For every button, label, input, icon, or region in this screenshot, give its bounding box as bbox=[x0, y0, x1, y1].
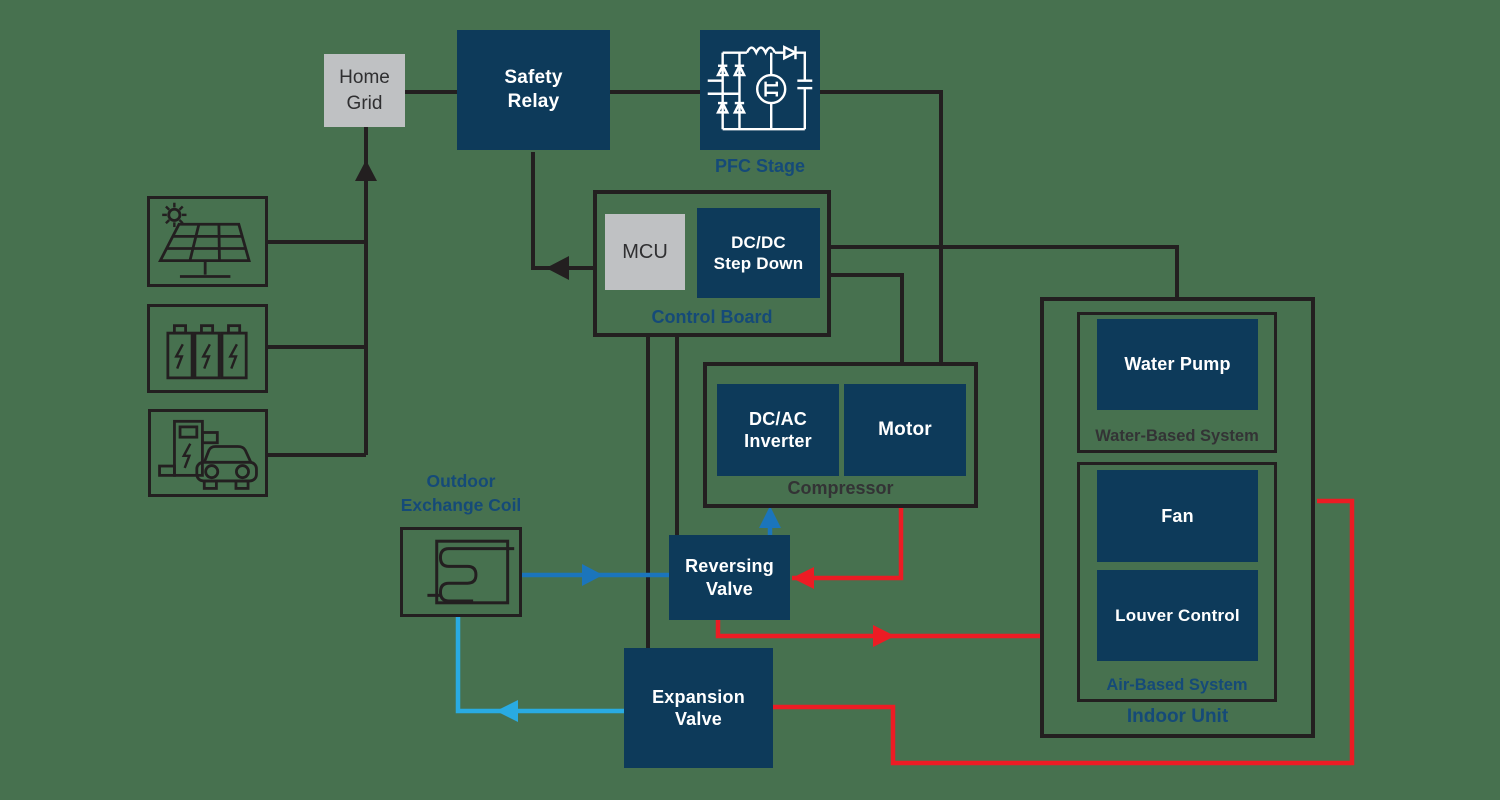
pfc-circuit-icon bbox=[707, 45, 813, 131]
solar-panel-icon bbox=[158, 202, 251, 278]
expansion-valve-box: Expansion Valve bbox=[624, 648, 773, 768]
outdoor-coil-label-line1: Outdoor bbox=[426, 471, 496, 491]
dcdc-label-line2: Step Down bbox=[713, 254, 804, 273]
mcu-box: MCU bbox=[605, 214, 685, 290]
fan-label: Fan bbox=[1161, 505, 1194, 526]
dcac-label-line2: Inverter bbox=[744, 431, 812, 451]
motor-box: Motor bbox=[844, 384, 966, 476]
control-board-label: Control Board bbox=[651, 307, 773, 327]
arrowhead-cyan-toward-coil bbox=[496, 700, 518, 722]
outdoor-coil-label-line2: Exchange Coil bbox=[400, 494, 522, 515]
water-based-system-box: Water-Based System bbox=[1077, 312, 1277, 453]
water-based-system-label: Water-Based System bbox=[1095, 427, 1259, 445]
ev-source-box bbox=[148, 409, 268, 497]
wire-pfc-to-compressor bbox=[820, 90, 943, 362]
home-grid-box: Home Grid bbox=[324, 54, 405, 127]
expansion-valve-label-line1: Expansion bbox=[652, 686, 745, 707]
arrowhead-left-to-safety-relay bbox=[546, 256, 569, 280]
fan-box: Fan bbox=[1097, 470, 1258, 562]
battery-source-box bbox=[147, 304, 268, 393]
solar-source-box bbox=[147, 196, 268, 287]
dcdc-label-line1: DC/DC bbox=[731, 232, 786, 252]
outdoor-coil-box bbox=[400, 527, 522, 617]
dcac-label-line1: DC/AC bbox=[749, 408, 807, 429]
louver-control-label: Louver Control bbox=[1115, 605, 1240, 625]
home-grid-label-line2: Grid bbox=[346, 92, 383, 114]
arrowhead-red-into-reversing-valve bbox=[792, 567, 814, 589]
wire-motor-to-reversing-valve bbox=[792, 508, 904, 581]
dcdc-step-down-box: DC/DC Step Down bbox=[697, 208, 820, 298]
safety-relay-label-line1: Safety bbox=[504, 67, 563, 89]
water-pump-box: Water Pump bbox=[1097, 319, 1258, 410]
arrowhead-blue-toward-reversing-valve bbox=[582, 564, 603, 586]
louver-control-box: Louver Control bbox=[1097, 570, 1258, 661]
indoor-unit-box: Indoor Unit bbox=[1040, 297, 1315, 738]
wire-control-board-to-indoor-unit bbox=[831, 245, 1179, 297]
arrowhead-up-to-home-grid bbox=[355, 160, 377, 181]
pfc-stage-box bbox=[700, 30, 820, 150]
mcu-label: MCU bbox=[622, 240, 668, 263]
wire-expansion-valve-to-coil bbox=[455, 617, 624, 714]
battery-bank-icon bbox=[166, 324, 248, 380]
arrowhead-red-toward-indoor-unit bbox=[873, 625, 895, 647]
arrowhead-blue-into-compressor bbox=[759, 506, 781, 528]
wire-control-board-to-safety-relay bbox=[531, 152, 593, 270]
control-board-box: Control Board bbox=[593, 190, 831, 337]
home-grid-label-line1: Home bbox=[339, 66, 390, 88]
safety-relay-box: Safety Relay bbox=[457, 30, 610, 150]
reversing-valve-label-line1: Reversing bbox=[685, 556, 774, 576]
wire-expansion-valve-to-indoor-unit bbox=[773, 498, 1355, 766]
water-pump-label: Water Pump bbox=[1124, 354, 1231, 375]
coil-icon bbox=[427, 539, 515, 605]
compressor-label: Compressor bbox=[787, 478, 894, 498]
safety-relay-label-line2: Relay bbox=[507, 91, 560, 112]
ev-charging-icon bbox=[158, 419, 258, 490]
air-based-system-box: Air-Based System bbox=[1077, 462, 1277, 702]
wire-reversing-valve-to-indoor-unit bbox=[715, 620, 1040, 639]
motor-label: Motor bbox=[878, 419, 932, 441]
reversing-valve-box: Reversing Valve bbox=[669, 535, 790, 620]
outdoor-coil-label: Outdoor Exchange Coil bbox=[380, 470, 542, 517]
expansion-valve-label-line2: Valve bbox=[674, 709, 723, 729]
air-based-system-label: Air-Based System bbox=[1106, 676, 1248, 694]
pfc-stage-label: PFC Stage bbox=[714, 156, 806, 176]
reversing-valve-label-line2: Valve bbox=[705, 578, 754, 599]
indoor-unit-label: Indoor Unit bbox=[1126, 706, 1229, 727]
wire-control-board-to-compressor bbox=[831, 273, 904, 362]
compressor-box: Compressor bbox=[703, 362, 978, 508]
dcac-inverter-box: DC/AC Inverter bbox=[717, 384, 839, 476]
